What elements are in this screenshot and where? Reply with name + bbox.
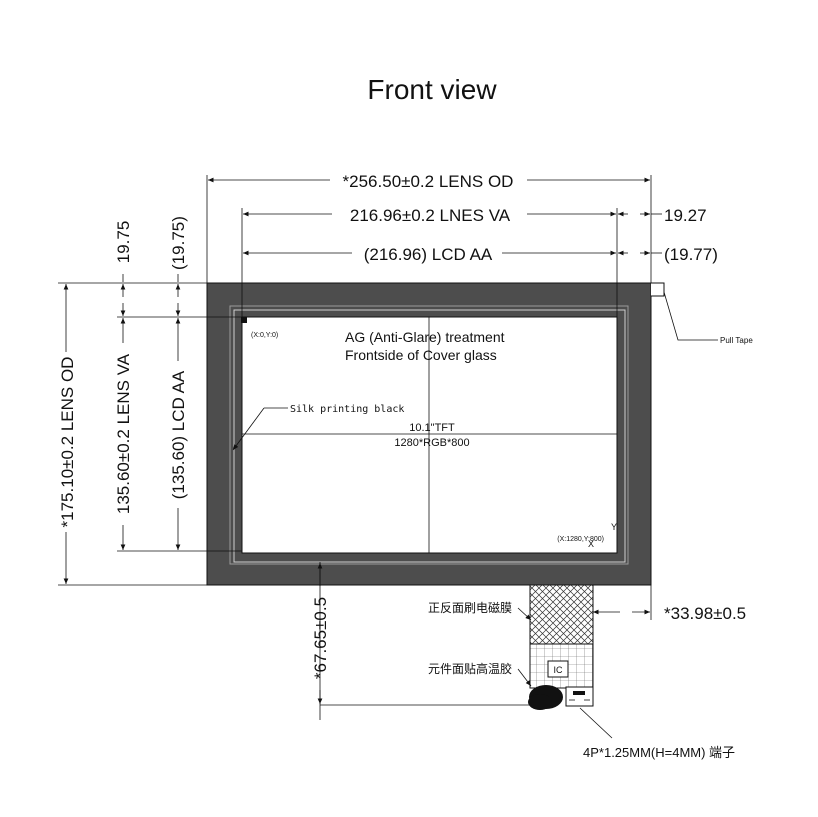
component-tape-leader (517, 668, 532, 687)
pull-tape-tab (651, 282, 665, 297)
silk-leader-arrow (232, 407, 265, 451)
ag-note-line2: Frontside of Cover glass (345, 347, 497, 363)
pull-tape-label: Pull Tape (720, 336, 753, 345)
connector-leader (579, 707, 613, 739)
fpc-component-area (529, 643, 594, 689)
dim-top-margin-va: 19.75 (114, 221, 133, 264)
dim-fpc-length: *67.65±0.5 (311, 597, 330, 679)
tft-size-label: 10.1"TFT (409, 422, 455, 434)
dim-top-margin-aa: (19.75) (169, 216, 188, 270)
axis-y-label: Y (611, 522, 617, 532)
fpc-shield-area (529, 584, 594, 645)
fpc-ic-label: IC (554, 665, 564, 675)
dim-lens-od-width: *256.50±0.2 LENS OD (343, 172, 514, 191)
lens-va-inner (233, 309, 626, 563)
fpc-connector (565, 686, 594, 707)
dim-lens-va-width: 216.96±0.2 LNES VA (350, 206, 511, 225)
fpc-tape-blob-b (528, 694, 552, 710)
origin-label: (X:0,Y:0) (251, 332, 278, 339)
fpc-shield-leader (517, 607, 532, 621)
tft-resolution-label: 1280*RGB*800 (394, 437, 469, 449)
connector-label: 4P*1.25MM(H=4MM) 端子 (583, 745, 735, 760)
dim-lcd-aa-width: (216.96) LCD AA (364, 245, 493, 264)
dim-right-margin-va: 19.27 (664, 206, 707, 225)
ag-note-line1: AG (Anti-Glare) treatment (345, 329, 505, 345)
dim-right-margin-aa: (19.77) (664, 245, 718, 264)
silk-printing-label: Silk printing black (290, 404, 404, 415)
dim-lens-va-height: 135.60±0.2 LENS VA (114, 353, 133, 514)
end-coord-label: (X:1280,Y:800) (557, 536, 604, 543)
origin-marker (241, 317, 247, 323)
dim-lcd-aa-height: (135.60) LCD AA (169, 370, 188, 499)
pull-tape-leader (663, 291, 718, 341)
component-tape-label: 元件面贴高温胶 (428, 661, 512, 676)
fpc-shield-label: 正反面刷电磁膜 (428, 600, 512, 615)
dim-fpc-offset: *33.98±0.5 (664, 604, 746, 623)
fpc-ic-chip (547, 660, 569, 678)
lcd-active-area (241, 316, 618, 554)
axis-x-label: X (588, 539, 594, 549)
dim-lens-od-height: *175.10±0.2 LENS OD (58, 357, 77, 528)
lens-va-outline (229, 305, 629, 565)
page-title: Front view (367, 74, 497, 105)
fpc-connector-pins (573, 691, 585, 695)
